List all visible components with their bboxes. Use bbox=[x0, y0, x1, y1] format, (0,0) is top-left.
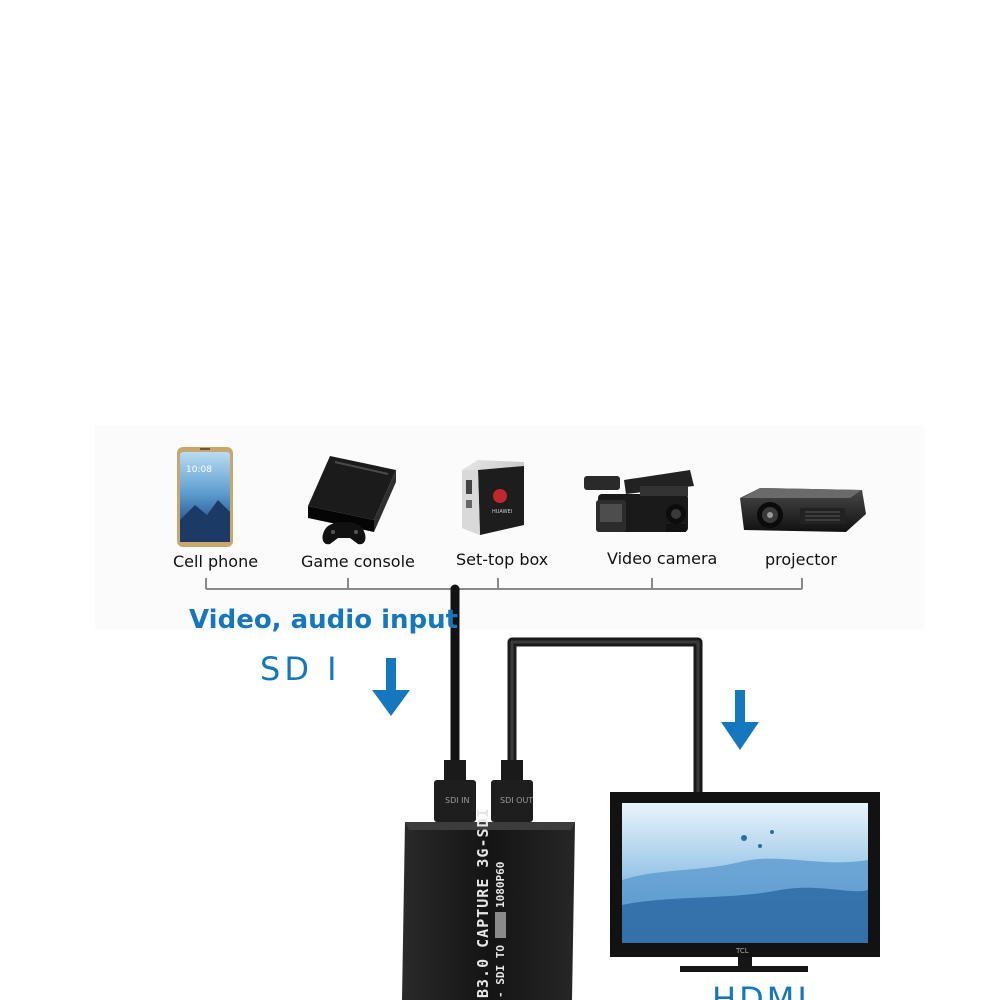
device-label-game-console: Game console bbox=[301, 552, 415, 571]
hdmi-output-cable bbox=[507, 637, 703, 795]
sdi-label: SD I bbox=[260, 650, 341, 688]
device-label-video-camera: Video camera bbox=[607, 549, 718, 568]
output-arrow-icon bbox=[721, 690, 759, 750]
capture-device-sublabel: - SDI TO bbox=[494, 945, 507, 998]
input-arrow-icon bbox=[372, 658, 410, 716]
hdmi-plug: SDI OUT bbox=[491, 760, 533, 822]
monitor-brand: TCL bbox=[735, 947, 749, 955]
svg-text:SDI OUT: SDI OUT bbox=[500, 796, 533, 805]
capture-device-resolution: 1080P60 bbox=[494, 862, 507, 908]
svg-text:10:08: 10:08 bbox=[186, 465, 212, 475]
device-bracket bbox=[205, 578, 803, 590]
capture-device: B3.0 CAPTURE 3G-SDI - SDI TO 1080P60 bbox=[402, 807, 575, 1000]
monitor-icon: TCL bbox=[610, 792, 880, 972]
device-label-projector: projector bbox=[765, 550, 837, 569]
sdi-plug: SDI IN bbox=[434, 760, 476, 822]
projector-icon bbox=[740, 488, 866, 532]
cell-phone-icon: 10:08 bbox=[177, 447, 233, 547]
input-heading: Video, audio input bbox=[189, 605, 459, 635]
game-console-icon bbox=[308, 456, 396, 545]
svg-text:HUAWEI: HUAWEI bbox=[492, 509, 512, 515]
device-label-set-top-box: Set-top box bbox=[456, 550, 549, 569]
hdmi-label: HDMI bbox=[712, 980, 810, 1000]
set-top-box-icon: HUAWEI bbox=[462, 460, 524, 535]
svg-text:SDI IN: SDI IN bbox=[445, 796, 470, 805]
capture-device-label: B3.0 CAPTURE 3G-SDI bbox=[474, 807, 492, 998]
device-label-cell-phone: Cell phone bbox=[173, 552, 259, 571]
video-camera-icon bbox=[584, 470, 694, 532]
